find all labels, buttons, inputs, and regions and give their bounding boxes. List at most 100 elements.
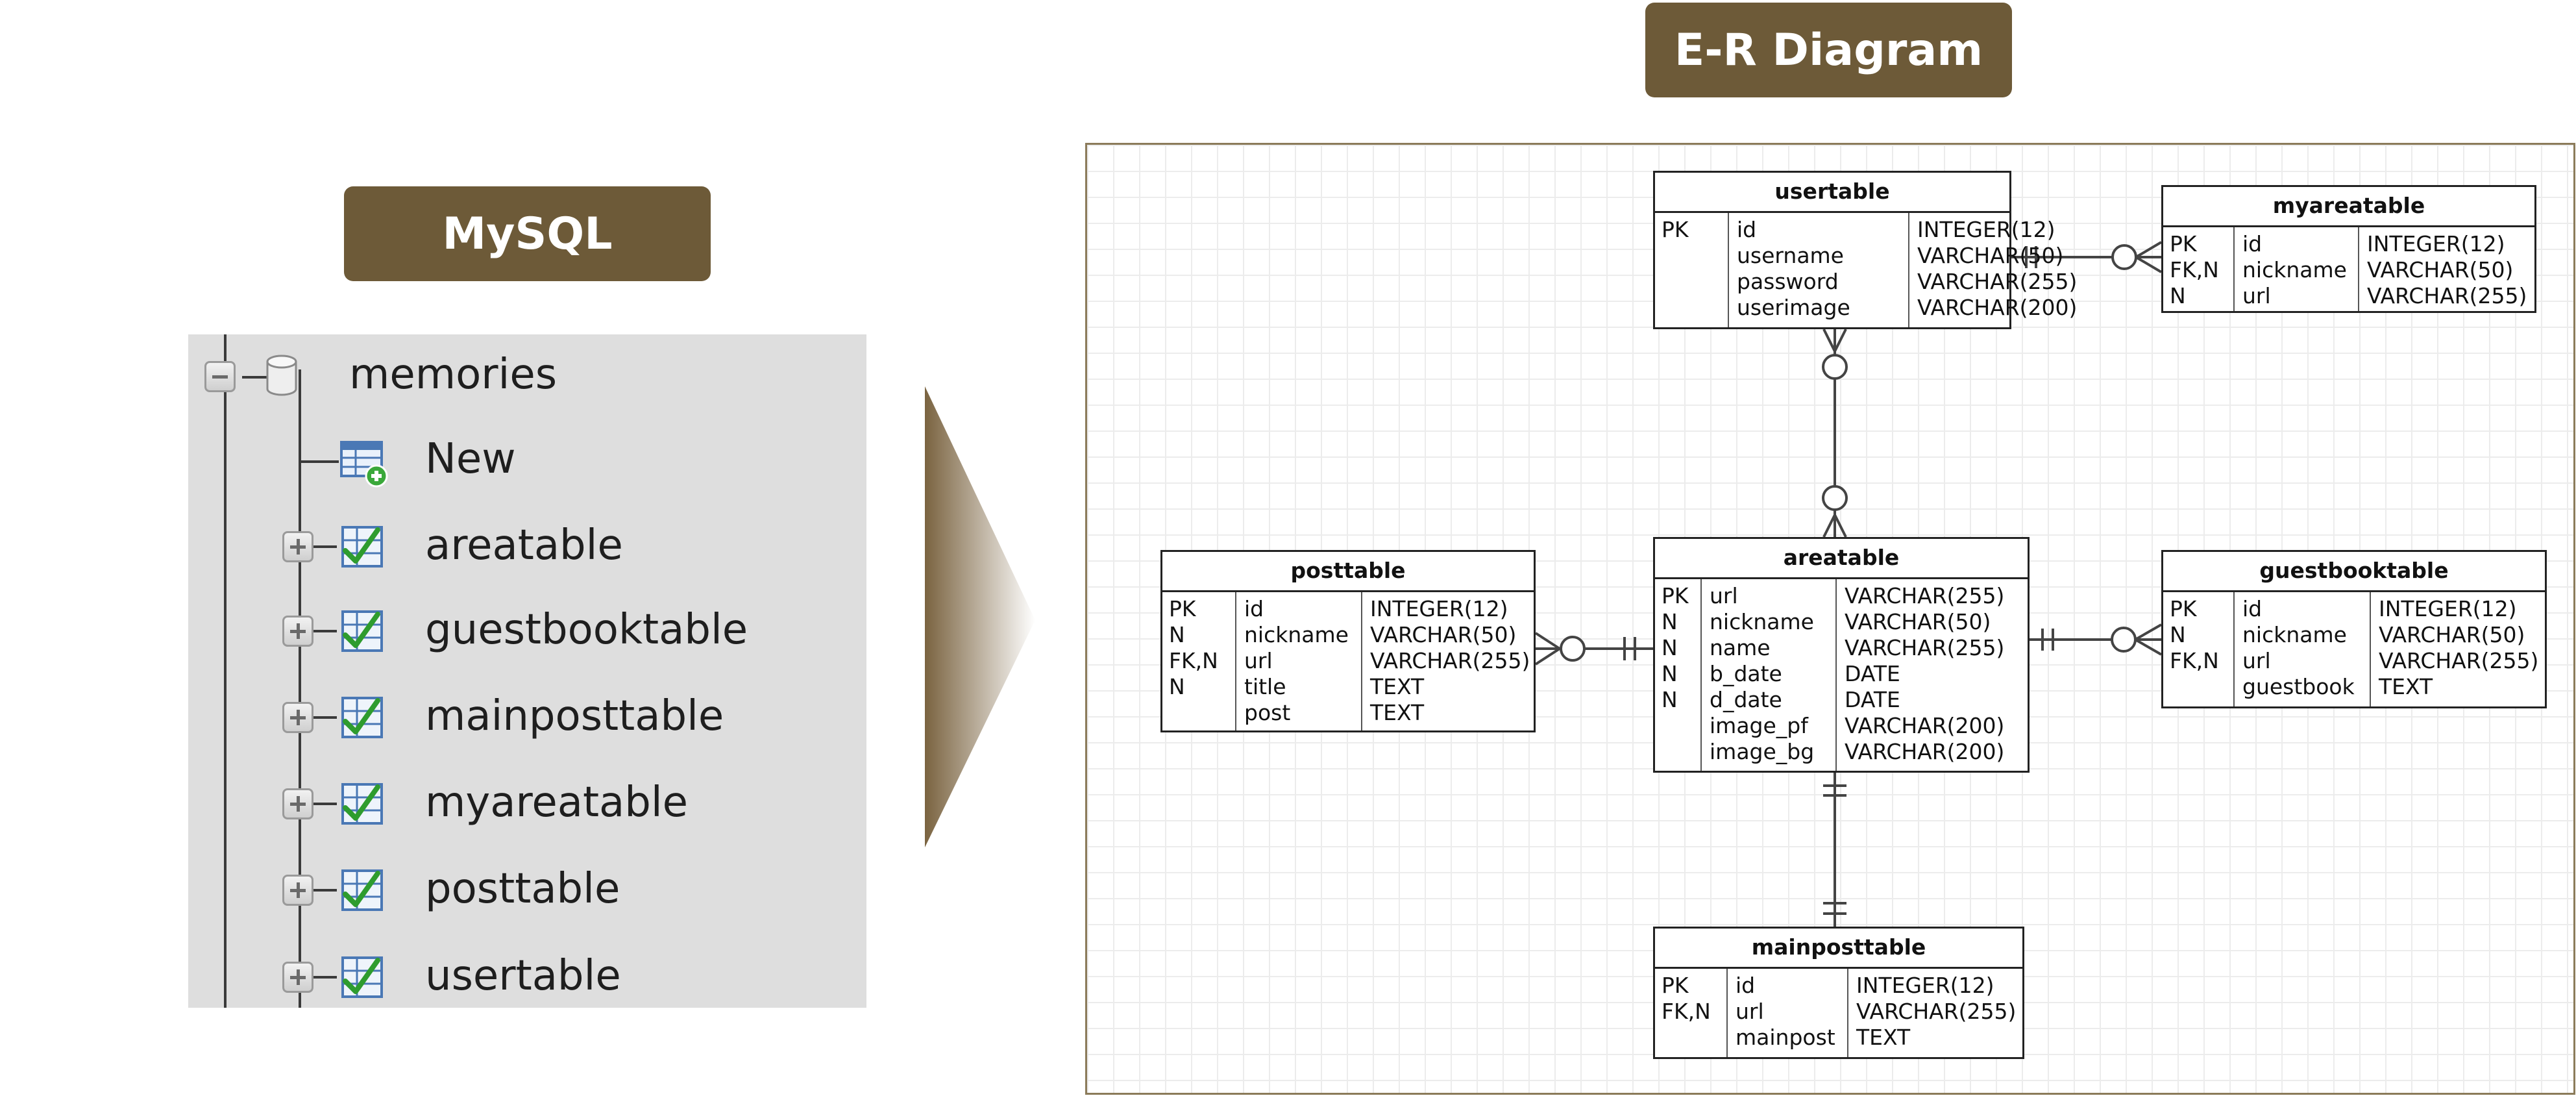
field-name: id: [1737, 217, 1757, 242]
tree-table-label: usertable: [425, 952, 621, 1000]
key-cell: N: [1662, 635, 1678, 660]
zero-mark: [1560, 636, 1586, 662]
key-cell: PK: [1662, 217, 1689, 242]
type-column: INTEGER(12)VARCHAR(50)VARCHAR(255)VARCHA…: [1908, 213, 2078, 327]
key-cell: [1169, 700, 1235, 726]
key-cell: [2170, 674, 2233, 700]
field-type: TEXT: [1370, 674, 1425, 699]
tree-line: [313, 545, 337, 548]
key-cell: N: [1662, 609, 1678, 634]
key-cell: N: [2170, 283, 2186, 308]
er-diagram-title: E-R Diagram: [1674, 24, 1983, 76]
field-type: TEXT: [1856, 1025, 1911, 1050]
field-name: nickname: [2242, 622, 2347, 647]
key-cell: N: [1662, 687, 1678, 712]
mysql-title: MySQL: [442, 208, 613, 260]
expand-icon[interactable]: [282, 788, 313, 819]
collapse-icon[interactable]: [204, 361, 236, 392]
tree-line: [242, 376, 268, 379]
field-name: url: [1244, 648, 1273, 673]
field-name: username: [1737, 243, 1844, 268]
arrow-shape: [925, 386, 1035, 847]
tree-item-new[interactable]: New: [425, 438, 516, 480]
field-type: VARCHAR(255): [1845, 583, 2005, 608]
type-column: INTEGER(12)VARCHAR(50)VARCHAR(255): [2358, 227, 2534, 311]
key-cell: PK: [1662, 973, 1689, 998]
tree-table-label: myareatable: [425, 779, 689, 827]
table-icon: [341, 610, 383, 652]
relationship-lines: [1534, 241, 2163, 927]
field-type: DATE: [1845, 687, 1900, 712]
entity-title: mainposttable: [1655, 929, 2022, 969]
field-name: name: [1710, 635, 1771, 660]
entity-title: guestbooktable: [2163, 552, 2545, 592]
field-type: INTEGER(12): [2367, 231, 2505, 256]
expand-icon[interactable]: [282, 616, 313, 647]
tree-database-memories[interactable]: memories: [349, 354, 557, 395]
zero-mark: [1822, 354, 1848, 380]
tree-table-label: mainposttable: [425, 692, 724, 740]
field-type: INTEGER(12): [1370, 596, 1508, 621]
key-cell: [1662, 269, 1728, 295]
field-name: url: [1736, 999, 1764, 1024]
entity-title: areatable: [1655, 539, 2028, 579]
field-name: guestbook: [2242, 674, 2355, 699]
database-icon: [266, 355, 297, 396]
tree-line: [313, 630, 337, 632]
expand-icon[interactable]: [282, 875, 313, 906]
key-cell: [1662, 1025, 1726, 1051]
zero-mark: [2111, 627, 2137, 653]
field-name: id: [2242, 596, 2263, 621]
key-cell: N: [1169, 674, 1185, 699]
key-cell: PK: [2170, 596, 2197, 621]
key-column: PK: [1662, 213, 1728, 327]
field-type: VARCHAR(255): [1845, 635, 2005, 660]
many-mark: [2135, 623, 2162, 656]
field-name: d_date: [1710, 687, 1782, 712]
field-type: TEXT: [2379, 674, 2433, 699]
key-cell: PK: [1169, 596, 1196, 621]
field-name: password: [1737, 269, 1839, 294]
field-type: VARCHAR(200): [1917, 295, 2078, 320]
expand-icon[interactable]: [282, 702, 313, 733]
zero-mark: [2111, 244, 2137, 270]
expand-icon[interactable]: [282, 531, 313, 562]
field-name: id: [2242, 231, 2263, 256]
field-type: INTEGER(12): [1917, 217, 2055, 242]
tree-database-label: memories: [349, 351, 558, 399]
entity-title: myareatable: [2163, 187, 2534, 227]
field-type: VARCHAR(200): [1845, 739, 2005, 764]
field-type: VARCHAR(255): [2367, 283, 2527, 308]
er-diagram-title-badge: E-R Diagram: [1645, 3, 2012, 97]
field-type: VARCHAR(255): [1917, 269, 2078, 294]
field-name: b_date: [1710, 661, 1782, 686]
key-cell: PK: [2170, 231, 2197, 256]
table-icon: [341, 783, 383, 825]
tree-line: [313, 889, 337, 892]
field-type: INTEGER(12): [2379, 596, 2517, 621]
many-mark: [1822, 512, 1847, 538]
many-mark: [1822, 329, 1847, 355]
expand-icon[interactable]: [282, 962, 313, 993]
tree-line: [313, 976, 337, 979]
field-type: VARCHAR(255): [2379, 648, 2539, 673]
field-name: image_pf: [1710, 713, 1808, 738]
tree-table-label: areatable: [425, 521, 623, 569]
field-name: url: [1710, 583, 1738, 608]
